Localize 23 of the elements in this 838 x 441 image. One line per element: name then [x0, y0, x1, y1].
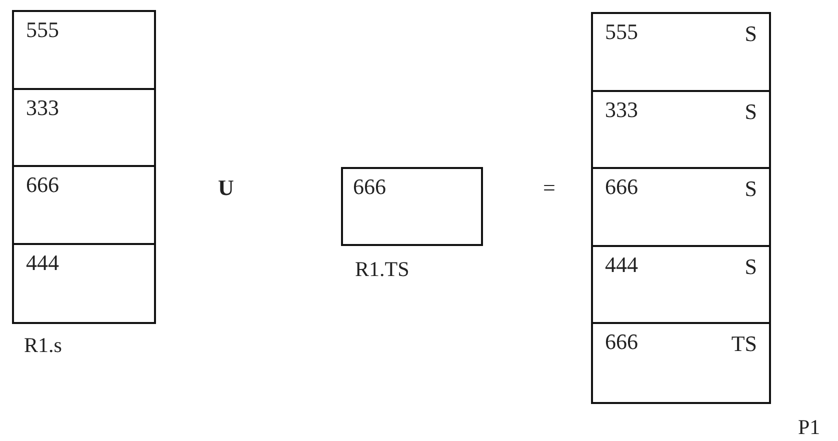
- table-caption: R1.TS: [355, 257, 410, 281]
- union-operator: U: [218, 176, 234, 200]
- table-cell: [341, 167, 483, 246]
- cell-value: 333: [605, 98, 638, 122]
- table-caption: R1.s: [24, 333, 62, 357]
- cell-value: 333: [26, 96, 59, 120]
- cell-value: 555: [605, 20, 638, 44]
- cell-value: 666: [605, 330, 638, 354]
- cell-tag: S: [744, 177, 757, 202]
- cell-value: 666: [26, 173, 59, 197]
- equals-operator: =: [543, 176, 556, 200]
- cell-value: 444: [605, 252, 638, 277]
- cell-value: 666: [605, 175, 638, 200]
- cell-tag: S: [744, 100, 757, 124]
- cell-tag: S: [744, 254, 757, 279]
- table-caption: P1: [798, 415, 820, 439]
- cell-value: 444: [26, 250, 59, 274]
- cell-tag: S: [744, 22, 757, 46]
- cell-tag: TS: [731, 332, 757, 356]
- cell-value: 555: [26, 18, 59, 42]
- cell-value: 666: [353, 175, 386, 199]
- table-stack: [12, 10, 156, 324]
- table-stack: [591, 12, 771, 404]
